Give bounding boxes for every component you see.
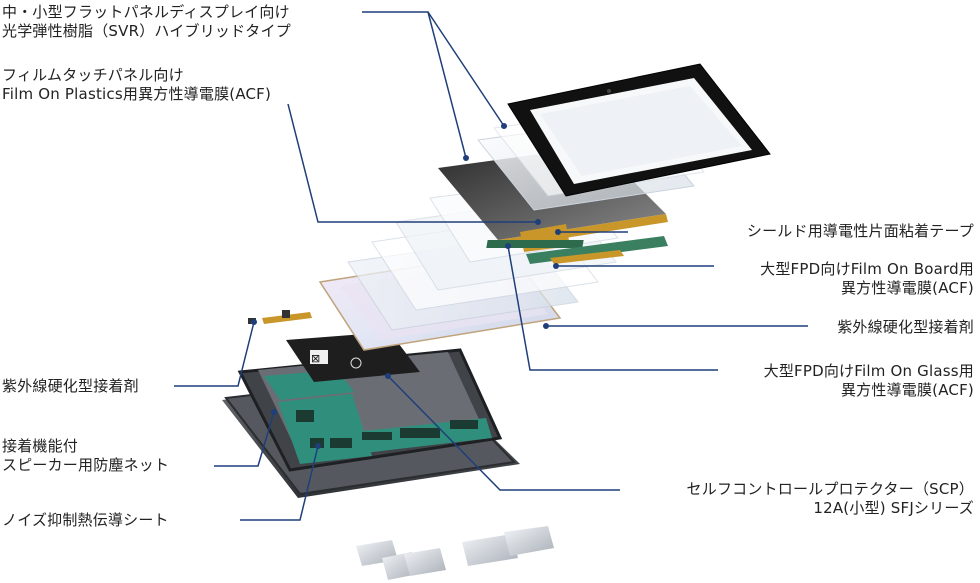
leader-svr-2 xyxy=(427,11,505,127)
label-fob-line2: 異方性導電膜(ACF) xyxy=(840,279,974,297)
label-fob: 大型FPD向けFilm On Board用 異方性導電膜(ACF) xyxy=(760,260,974,298)
label-svr-line2: 光学弾性樹脂（SVR）ハイブリッドタイプ xyxy=(2,22,291,40)
label-speaker-net-line2: スピーカー用防塵ネット xyxy=(2,456,170,474)
label-speaker-net: 接着機能付 スピーカー用防塵ネット xyxy=(2,437,169,475)
label-fog: 大型FPD向けFilm On Glass用 異方性導電膜(ACF) xyxy=(764,362,974,400)
label-film-touch: フィルムタッチパネル向け Film On Plastics用異方性導電膜(ACF… xyxy=(2,66,271,104)
label-uv-left-line1: 紫外線硬化型接着剤 xyxy=(2,377,139,395)
label-noise-sheet-line1: ノイズ抑制熱伝導シート xyxy=(2,511,169,529)
leader-lines xyxy=(174,11,808,521)
label-fog-line1: 大型FPD向けFilm On Glass用 xyxy=(763,362,974,380)
leader-speaker xyxy=(214,411,275,467)
leader-svr xyxy=(362,11,467,159)
pcb-board xyxy=(264,370,492,464)
label-scp: セルフコントロールプロテクター（SCP） 12A(小型) SFJシリーズ xyxy=(687,480,974,518)
label-fog-line2: 異方性導電膜(ACF) xyxy=(840,381,974,399)
label-film-touch-line1: フィルムタッチパネル向け xyxy=(2,66,184,84)
label-scp-line2: 12A(小型) SFJシリーズ xyxy=(813,499,974,517)
leader-uv-left xyxy=(174,321,255,387)
label-fob-line1: 大型FPD向けFilm On Board用 xyxy=(760,260,974,278)
label-noise-sheet: ノイズ抑制熱伝導シート xyxy=(2,511,169,530)
leader-dots xyxy=(251,123,561,449)
label-scp-line1: セルフコントロールプロテクター（SCP） xyxy=(686,480,974,498)
label-svr-line1: 中・小型フラットパネルディスプレイ向け xyxy=(2,3,290,21)
label-uv-left: 紫外線硬化型接着剤 xyxy=(2,377,139,396)
svg-text:⊠: ⊠ xyxy=(311,352,320,365)
cover-glass xyxy=(507,63,771,197)
label-uv-right-line1: 紫外線硬化型接着剤 xyxy=(837,318,974,336)
leader-fog xyxy=(507,245,718,371)
leader-noise xyxy=(240,445,319,521)
leader-scp xyxy=(387,375,620,491)
thermal-tiles xyxy=(356,526,554,580)
label-speaker-net-line1: 接着機能付 xyxy=(2,437,79,455)
leader-film-touch xyxy=(287,103,538,223)
label-shield-tape: シールド用導電性片面粘着テープ xyxy=(747,222,974,241)
label-shield-tape-line1: シールド用導電性片面粘着テープ xyxy=(746,222,974,240)
fob-flex xyxy=(526,236,668,264)
small-flex-connector xyxy=(248,310,312,324)
label-svr: 中・小型フラットパネルディスプレイ向け 光学弾性樹脂（SVR）ハイブリッドタイプ xyxy=(2,3,291,41)
label-uv-right: 紫外線硬化型接着剤 xyxy=(837,318,974,337)
label-film-touch-line2: Film On Plastics用異方性導電膜(ACF) xyxy=(2,85,272,103)
